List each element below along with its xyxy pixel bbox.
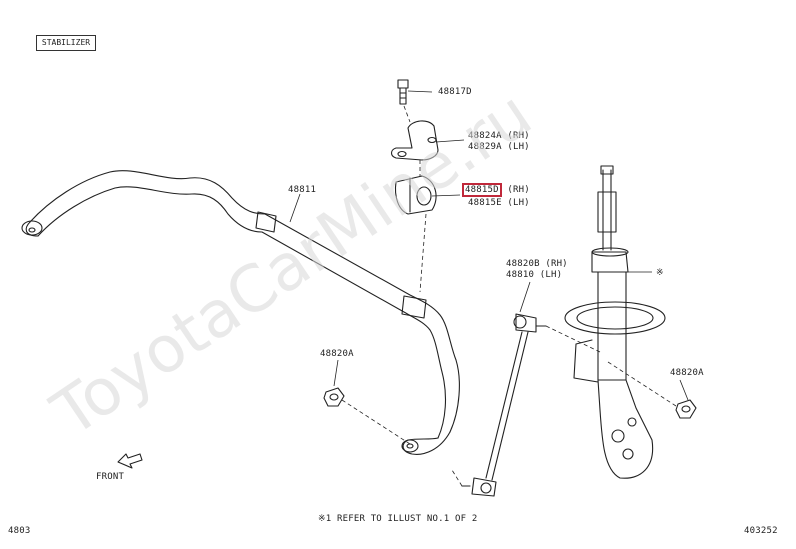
- reference-mark: ※: [656, 268, 664, 278]
- footer-left-code: 4803: [8, 526, 31, 536]
- stabilizer-bar-shape: [21, 170, 460, 455]
- part-label-48820a-right[interactable]: 48820A: [670, 368, 704, 378]
- part-label-48820b[interactable]: 48820B (RH): [506, 259, 568, 269]
- shock-absorber-shape: [564, 165, 666, 479]
- bolt-shape: [397, 79, 409, 105]
- front-arrow-shape: [117, 453, 143, 469]
- part-label-48811[interactable]: 48811: [288, 185, 317, 195]
- footer-note: ※1 REFER TO ILLUST NO.1 OF 2: [318, 514, 478, 524]
- front-label: FRONT: [96, 472, 125, 482]
- stabilizer-link-shape: [461, 313, 547, 497]
- part-label-48817d[interactable]: 48817D: [438, 87, 472, 97]
- part-label-48815d-side: (RH): [507, 185, 530, 195]
- part-label-48815d-row: 48815D (RH): [462, 183, 530, 197]
- part-label-48829a[interactable]: 48829A (LH): [468, 142, 530, 152]
- part-label-48824a[interactable]: 48824A (RH): [468, 131, 530, 141]
- part-label-48815d[interactable]: 48815D: [462, 183, 502, 197]
- bracket-shape: [390, 120, 439, 161]
- part-label-48820a-left[interactable]: 48820A: [320, 349, 354, 359]
- part-label-48815e[interactable]: 48815E (LH): [468, 198, 530, 208]
- footer-right-code: 403252: [744, 526, 778, 536]
- nut-right-shape: [675, 399, 697, 419]
- diagram-title: STABILIZER: [36, 35, 96, 51]
- bushing-shape: [394, 175, 437, 215]
- part-label-48810[interactable]: 48810 (LH): [506, 270, 563, 280]
- nut-left-shape: [323, 387, 345, 407]
